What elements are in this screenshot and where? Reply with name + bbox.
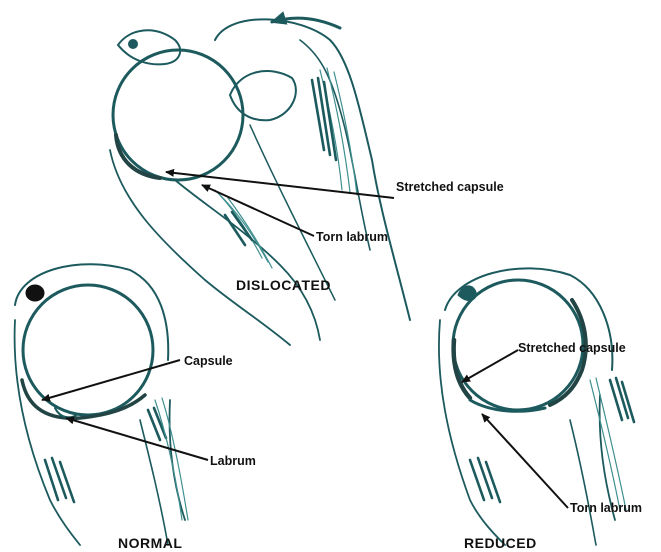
reduced-labrum-label: Torn labrum [570,501,642,515]
normal-capsule-pointer [42,360,180,400]
normal-title: NORMAL [118,535,182,551]
dislocated-labrum-label: Torn labrum [316,230,388,244]
dislocated-capsule-label: Stretched capsule [396,180,504,194]
dislocated-capsule-pointer [166,172,394,198]
dislocated-labrum-pointer [202,185,314,236]
reduced-capsule-pointer [462,350,518,382]
normal-labrum-label: Labrum [210,454,256,468]
reduced-capsule-label: Stretched capsule [518,341,626,355]
reduced-labrum-pointer [482,414,568,508]
reduced-title: REDUCED [464,535,537,551]
normal-labrum-pointer [66,418,208,460]
normal-capsule-label: Capsule [184,354,233,368]
dislocated-title: DISLOCATED [236,277,331,293]
dislocated-illustration [110,18,410,345]
normal-illustration [15,264,188,545]
